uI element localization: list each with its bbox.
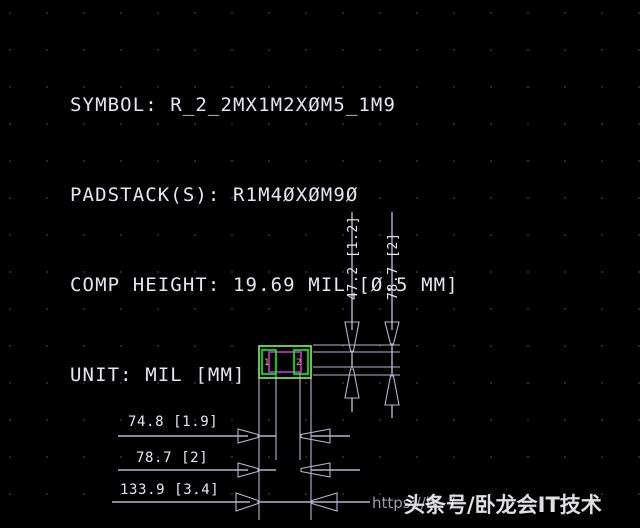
unit-line: UNIT: MIL [MM] [70, 364, 246, 386]
pad-2 [293, 349, 309, 375]
pad-1 [261, 349, 277, 375]
watermark-url: https://b . / [372, 494, 455, 512]
extension-lines-horizontal [313, 344, 400, 376]
horizontal-dimension-2-label: 78.7 [2] [136, 450, 209, 466]
vertical-dimension-2-label: 78.7 [2] [386, 232, 401, 300]
symbol-line: SYMBOL: R_2_2MX1M2XØM5_1M9 [70, 94, 397, 116]
pin-1-label: 1 [264, 358, 270, 368]
padstack-line: PADSTACK(S): R1M4ØXØM9Ø [70, 184, 359, 206]
horizontal-dimension-3 [112, 492, 370, 512]
horizontal-dimension-1 [118, 428, 350, 444]
pin-2-label: 2 [296, 358, 302, 368]
horizontal-dimension-2 [118, 462, 360, 478]
horizontal-dimension-1-label: 74.8 [1.9] [128, 414, 219, 430]
component-footprint [258, 345, 312, 379]
vertical-dimension-1 [344, 212, 360, 412]
vertical-dimension-2 [384, 212, 400, 418]
horizontal-dimension-3-label: 133.9 [3.4] [120, 482, 220, 498]
footprint-info-block: SYMBOL: R_2_2MX1M2XØM5_1M9 PADSTACK(S): … [70, 30, 459, 450]
extension-lines-vertical [258, 372, 312, 520]
vertical-dimension-1-label: 47.2 [1.2] [346, 215, 361, 300]
comp-height-line: COMP HEIGHT: 19.69 MIL [Ø.5 MM] [70, 274, 459, 296]
watermark-chinese: 头条号/卧龙会IT技术 [404, 493, 602, 517]
